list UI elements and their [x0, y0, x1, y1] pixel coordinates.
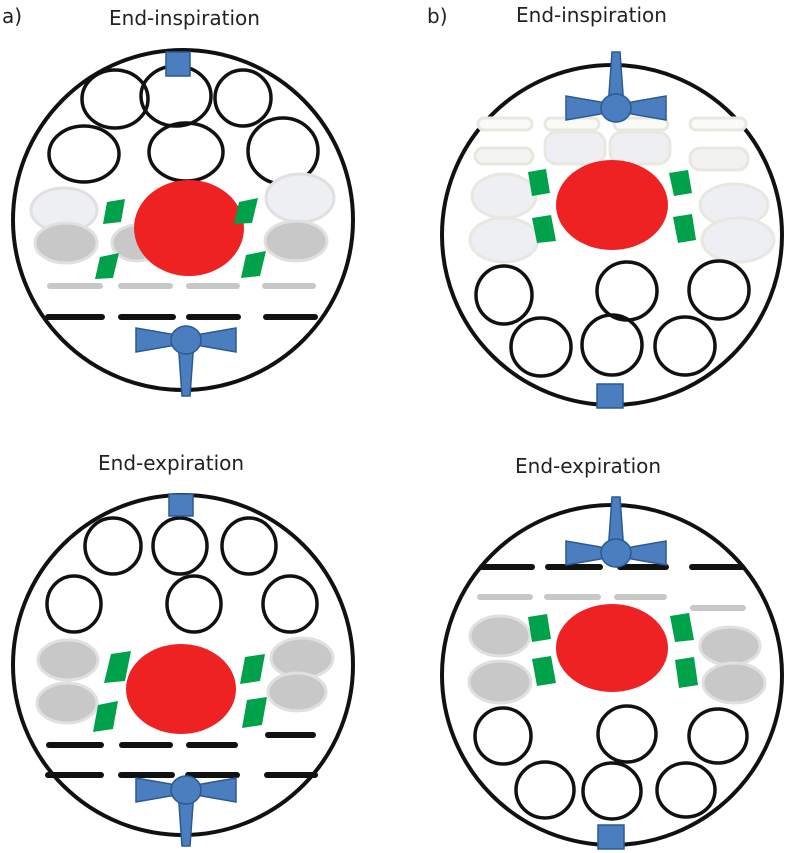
- panel-b-bottom: [440, 496, 784, 850]
- title-b-bottom: End-expiration: [515, 454, 662, 478]
- lymph-nodes: [95, 198, 266, 279]
- heart: [556, 604, 668, 692]
- marker-square: [165, 51, 191, 77]
- black-dashes: [45, 732, 318, 778]
- collapsed-lung-ovals: [35, 636, 335, 725]
- collapsed-lung-ovals: [468, 116, 776, 264]
- panel-label-b: b): [427, 4, 448, 28]
- lung-ovals: [474, 259, 751, 378]
- title-a-top: End-inspiration: [109, 6, 260, 30]
- heart: [134, 180, 244, 276]
- marker-square: [597, 824, 625, 850]
- collapsed-lung-ovals: [467, 614, 767, 705]
- lung-ovals: [47, 64, 320, 186]
- collapsed-lung-ovals: [29, 172, 336, 265]
- lung-ovals: [473, 704, 749, 821]
- panel-a-top: [11, 48, 355, 397]
- panel-a-bottom: [11, 493, 355, 847]
- heart: [556, 160, 668, 250]
- panel-label-a: a): [2, 4, 23, 28]
- marker-square: [168, 493, 194, 517]
- gray-dashes: [477, 594, 746, 611]
- lymph-nodes: [528, 613, 698, 688]
- marker-square: [596, 383, 624, 409]
- lymph-nodes: [528, 169, 696, 243]
- lung-ovals: [45, 516, 319, 634]
- heart: [126, 644, 236, 734]
- title-b-top: End-inspiration: [516, 3, 667, 27]
- panel-b-top: [440, 51, 784, 409]
- title-a-bottom: End-expiration: [98, 451, 245, 475]
- lymph-nodes: [93, 651, 267, 732]
